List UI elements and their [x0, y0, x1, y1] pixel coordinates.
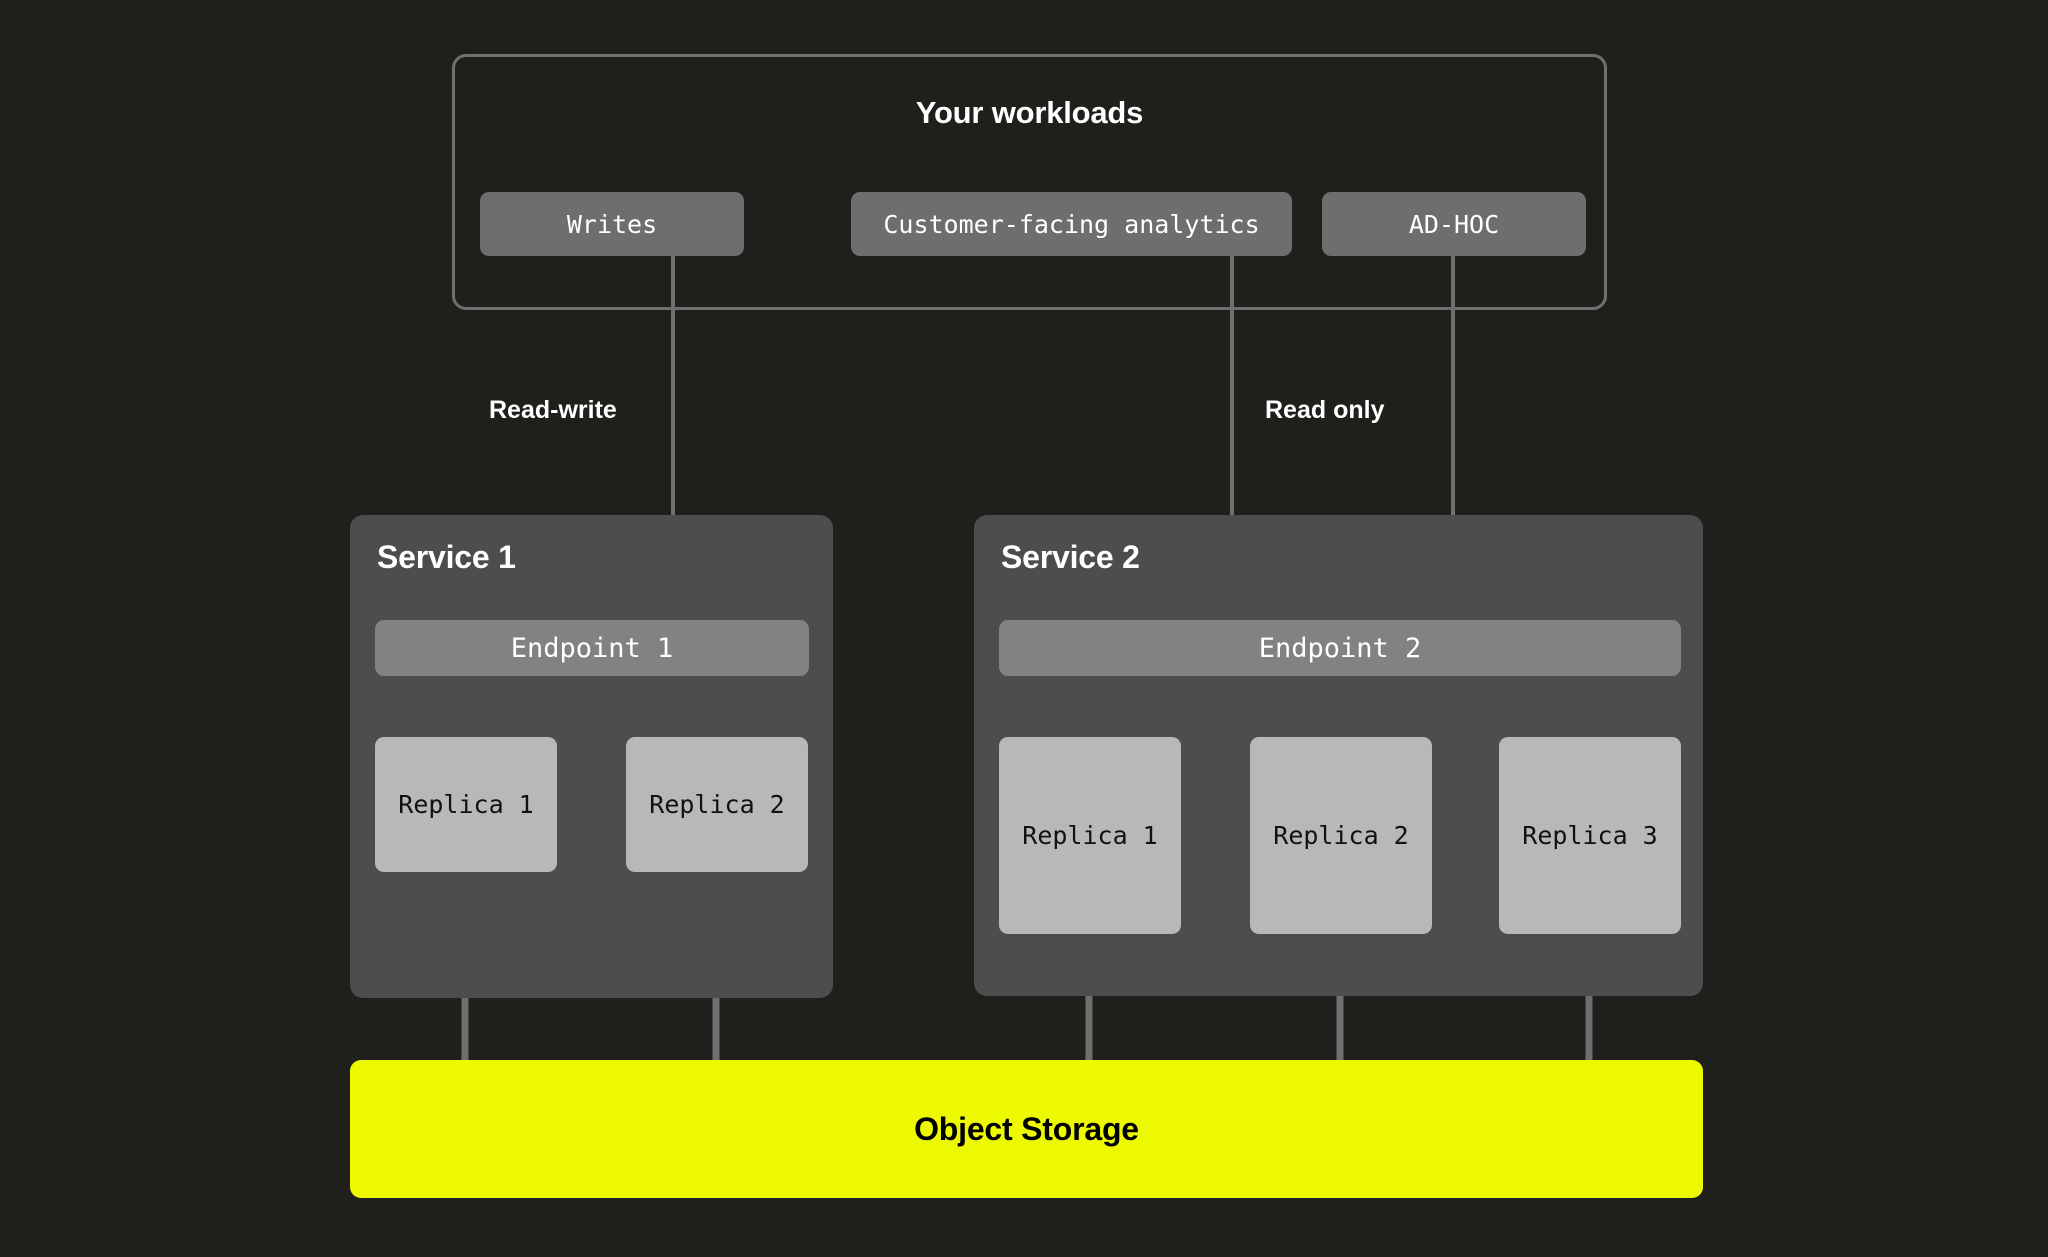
endpoint-1[interactable]: Endpoint 1 — [375, 620, 809, 676]
replica-label: Replica 1 — [398, 790, 534, 819]
workload-chip-customer-facing-analytics[interactable]: Customer-facing analytics — [851, 192, 1292, 256]
workload-chip-label: Writes — [566, 209, 658, 239]
replica-label: Replica 3 — [1522, 821, 1658, 850]
endpoint-label: Endpoint 2 — [1258, 632, 1422, 664]
service-1-replica-1[interactable]: Replica 1 — [375, 737, 557, 872]
replica-label: Replica 1 — [1022, 821, 1158, 850]
service-title: Service 1 — [377, 539, 516, 575]
workloads-title: Your workloads — [915, 95, 1144, 130]
endpoint-2[interactable]: Endpoint 2 — [999, 620, 1681, 676]
object-storage-bar[interactable]: Object Storage — [350, 1060, 1703, 1198]
service-1-replica-2[interactable]: Replica 2 — [626, 737, 808, 872]
replica-label: Replica 2 — [1273, 821, 1409, 850]
object-storage-label: Object Storage — [914, 1110, 1139, 1147]
endpoint-label: Endpoint 1 — [510, 632, 674, 664]
workload-chip-writes[interactable]: Writes — [480, 192, 744, 256]
service-2-replica-1[interactable]: Replica 1 — [999, 737, 1181, 934]
workloads-container: Your workloads — [452, 54, 1607, 310]
edge-label-read-write: Read-write — [489, 396, 617, 424]
replica-label: Replica 2 — [649, 790, 785, 819]
workload-chip-ad-hoc[interactable]: AD-HOC — [1322, 192, 1586, 256]
workload-chip-label: AD-HOC — [1408, 209, 1500, 239]
service-title: Service 2 — [1001, 539, 1140, 575]
workload-chip-label: Customer-facing analytics — [883, 209, 1260, 239]
edge-label-read-only: Read only — [1265, 396, 1385, 424]
service-2-replica-3[interactable]: Replica 3 — [1499, 737, 1681, 934]
service-2-replica-2[interactable]: Replica 2 — [1250, 737, 1432, 934]
